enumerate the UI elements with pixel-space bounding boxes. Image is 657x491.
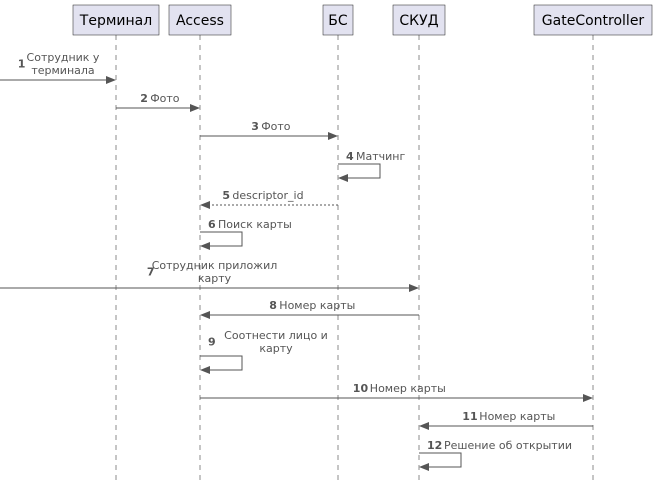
message-number: 9 (208, 336, 216, 349)
arrow-head-icon (200, 311, 210, 319)
lifelines (115, 35, 594, 484)
message-label: Номер карты (370, 382, 446, 395)
arrow-head-icon (200, 201, 210, 209)
message-number: 7 (147, 266, 155, 279)
message-number: 8 (269, 299, 277, 312)
arrow-head-icon (338, 174, 348, 182)
message-label: терминала (31, 64, 94, 77)
message-number: 10 (353, 382, 369, 395)
participant-box (168, 4, 232, 36)
message-label: Номер карты (279, 299, 355, 312)
arrow-head-icon (190, 104, 200, 112)
message-number: 3 (251, 120, 259, 133)
message-arrow-line (419, 452, 462, 468)
participant-box (72, 4, 160, 36)
message-label: Соотнести лицо и (224, 329, 328, 342)
message-label: Решение об открытии (444, 439, 572, 452)
message-label: карту (259, 342, 293, 355)
participant-label: СКУД (399, 13, 438, 29)
message-label: Сотрудник приложил (152, 259, 278, 272)
message-arrow-line (200, 231, 243, 247)
participant-label: БС (328, 13, 348, 29)
message-number: 5 (222, 189, 230, 202)
arrow-head-icon (200, 366, 210, 374)
message-number: 6 (208, 218, 216, 231)
participant-label: Access (176, 13, 224, 29)
participant-bs: БС (322, 4, 354, 36)
message-label: descriptor_id (232, 189, 303, 202)
message-number: 12 (427, 439, 442, 452)
arrow-head-icon (200, 242, 210, 250)
message-number: 1 (18, 58, 26, 71)
arrow-head-icon (328, 132, 338, 140)
participant-terminal: Терминал (72, 4, 160, 36)
participant-gate: GateController (533, 4, 653, 36)
message-arrow-line (338, 163, 381, 179)
participant-access: Access (168, 4, 232, 36)
message-label: Фото (261, 120, 291, 133)
arrow-head-icon (409, 284, 419, 292)
message-label: Поиск карты (218, 218, 292, 231)
participant-box (533, 4, 653, 36)
participant-label: GateController (542, 13, 645, 29)
arrow-head-icon (419, 422, 429, 430)
message-number: 4 (346, 150, 354, 163)
arrow-head-icon (419, 463, 429, 471)
participant-label: Терминал (79, 13, 152, 29)
message-label: Матчинг (356, 150, 405, 163)
message-label: Номер карты (479, 410, 555, 423)
participant-box (392, 4, 446, 36)
message-number: 2 (140, 92, 148, 105)
message-number: 11 (462, 410, 477, 423)
participant-skud: СКУД (392, 4, 446, 36)
participant-box (322, 4, 354, 36)
participants: Терминал Access БС СКУД GateController (72, 4, 653, 36)
arrow-head-icon (583, 394, 593, 402)
message-label: Фото (150, 92, 180, 105)
message-arrow-line (200, 355, 243, 371)
arrow-head-icon (106, 76, 116, 84)
message-label: Сотрудник у (27, 51, 100, 64)
message-label: карту (198, 272, 232, 285)
